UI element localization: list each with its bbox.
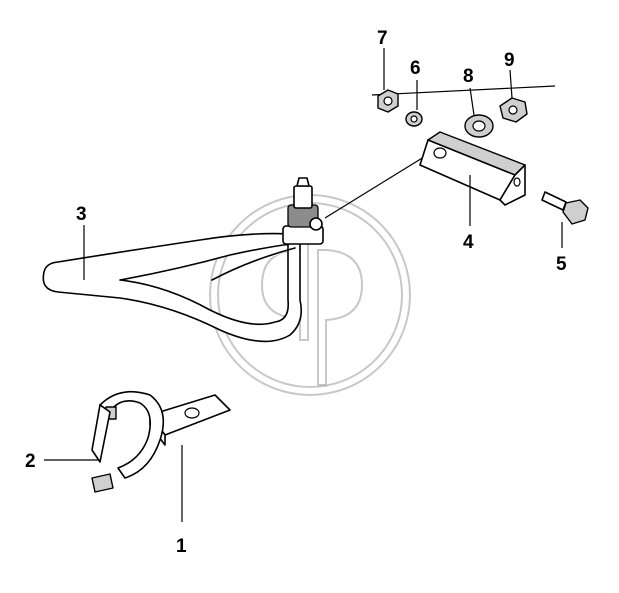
callout-3: 3: [76, 204, 87, 225]
part-7-nut: [377, 89, 399, 113]
part-8-washer: [464, 114, 494, 138]
leader-9: [509, 69, 513, 99]
callout-6: 6: [410, 58, 421, 79]
callout-4: 4: [463, 232, 474, 253]
callout-2: 2: [25, 451, 36, 472]
part-2-clip: [91, 390, 165, 493]
callout-1: 1: [176, 536, 187, 557]
callout-5: 5: [556, 254, 567, 275]
assembly-line-bracket: [324, 151, 433, 219]
part-6-washer: [405, 111, 423, 127]
callout-8: 8: [463, 66, 474, 87]
part-3-hose: [42, 232, 303, 343]
assembly-line-hardware: [371, 85, 556, 96]
callout-9: 9: [504, 50, 515, 71]
leader-8: [469, 87, 475, 116]
hose-fitting: [282, 177, 324, 245]
part-9-nut: [499, 97, 528, 123]
callout-7: 7: [377, 28, 388, 49]
part-4-bracket: [419, 131, 526, 206]
part-5-bolt: [541, 191, 589, 225]
